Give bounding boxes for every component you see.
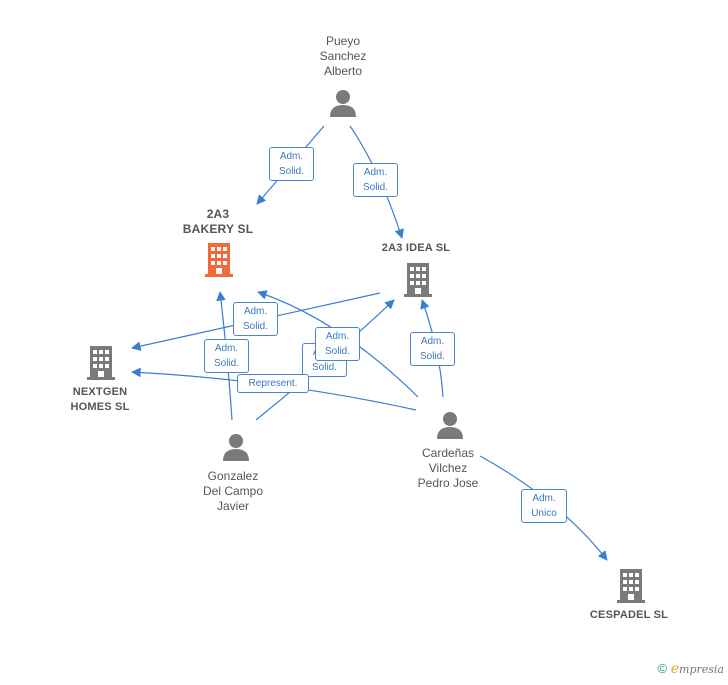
company-name-line: 2A3 [206, 207, 230, 221]
role-line: Solid. [311, 362, 337, 373]
company-name-line: HOMES SL [70, 401, 130, 413]
person-label-cardenas[interactable]: Cardeñas Vilchez Pedro Jose [402, 446, 494, 491]
company-name-line: BAKERY SL [182, 222, 254, 236]
edge-label-gonzalez-bakery[interactable]: Adm. Solid. [204, 339, 249, 373]
edge-label-idea-nextgen[interactable]: Adm. Solid. [233, 302, 278, 336]
company-label-2a3-idea[interactable]: 2A3 IDEA SL [366, 241, 466, 256]
role-line: Solid. [419, 351, 445, 362]
building-icon[interactable] [205, 243, 233, 277]
edge-label-cardenas-bakery[interactable]: Adm. Solid. [315, 327, 360, 361]
company-name-line: 2A3 IDEA SL [381, 242, 451, 254]
person-name-line: Del Campo [202, 484, 264, 498]
person-icon[interactable] [330, 90, 356, 117]
person-name-line: Vilchez [428, 461, 468, 475]
role-line: Solid. [362, 182, 388, 193]
company-label-2a3-bakery[interactable]: 2A3 BAKERY SL [168, 207, 268, 237]
person-name-line: Alberto [323, 64, 363, 78]
role-line: Solid. [213, 358, 239, 369]
role-line: Adm. [243, 306, 268, 317]
edge-label-cardenas-idea[interactable]: Adm. Solid. [410, 332, 455, 366]
role-line: Adm. [532, 493, 556, 504]
person-name-line: Pueyo [325, 34, 361, 48]
copyright-icon: © [657, 661, 668, 676]
person-name-line: Javier [216, 499, 249, 513]
brand-logo: empresia [670, 661, 724, 677]
edge-label-pueyo-bakery[interactable]: Adm. Solid. [269, 147, 314, 181]
edge-label-pueyo-idea[interactable]: Adm. Solid. [353, 163, 398, 197]
company-name-line: CESPADEL SL [589, 609, 669, 621]
person-label-pueyo[interactable]: Pueyo Sanchez Alberto [300, 34, 386, 79]
role-line: Adm. [279, 151, 304, 162]
building-icon[interactable] [404, 263, 432, 297]
role-line: Represent. [248, 378, 298, 389]
edge-label-represent[interactable]: Represent. [237, 374, 309, 393]
building-icon[interactable] [617, 569, 645, 603]
role-line: Unico [531, 508, 557, 519]
person-icon[interactable] [437, 412, 463, 439]
person-name-line: Gonzalez [207, 469, 259, 483]
role-line: Adm. [363, 167, 388, 178]
company-name-line: NEXTGEN [72, 386, 128, 398]
person-name-line: Sanchez [319, 49, 367, 63]
brand-name: mpresia [679, 663, 724, 676]
company-label-cespadel[interactable]: CESPADEL SL [578, 608, 680, 623]
person-icon[interactable] [223, 434, 249, 461]
brand-initial: e [670, 661, 680, 677]
role-line: Adm. [214, 343, 239, 354]
role-line: Solid. [242, 321, 268, 332]
role-line: Adm. [325, 331, 350, 342]
building-icon[interactable] [87, 346, 115, 380]
edge-label-cardenas-cespadel[interactable]: Adm. Unico [521, 489, 567, 523]
company-label-nextgen[interactable]: NEXTGEN HOMES SL [50, 385, 150, 415]
footer-brand: © empresia [658, 661, 724, 677]
role-line: Adm. [420, 336, 445, 347]
role-line: Solid. [278, 166, 304, 177]
person-name-line: Cardeñas [421, 446, 475, 460]
role-line: Solid. [324, 346, 350, 357]
person-name-line: Pedro Jose [417, 476, 479, 490]
person-label-gonzalez[interactable]: Gonzalez Del Campo Javier [188, 469, 278, 514]
